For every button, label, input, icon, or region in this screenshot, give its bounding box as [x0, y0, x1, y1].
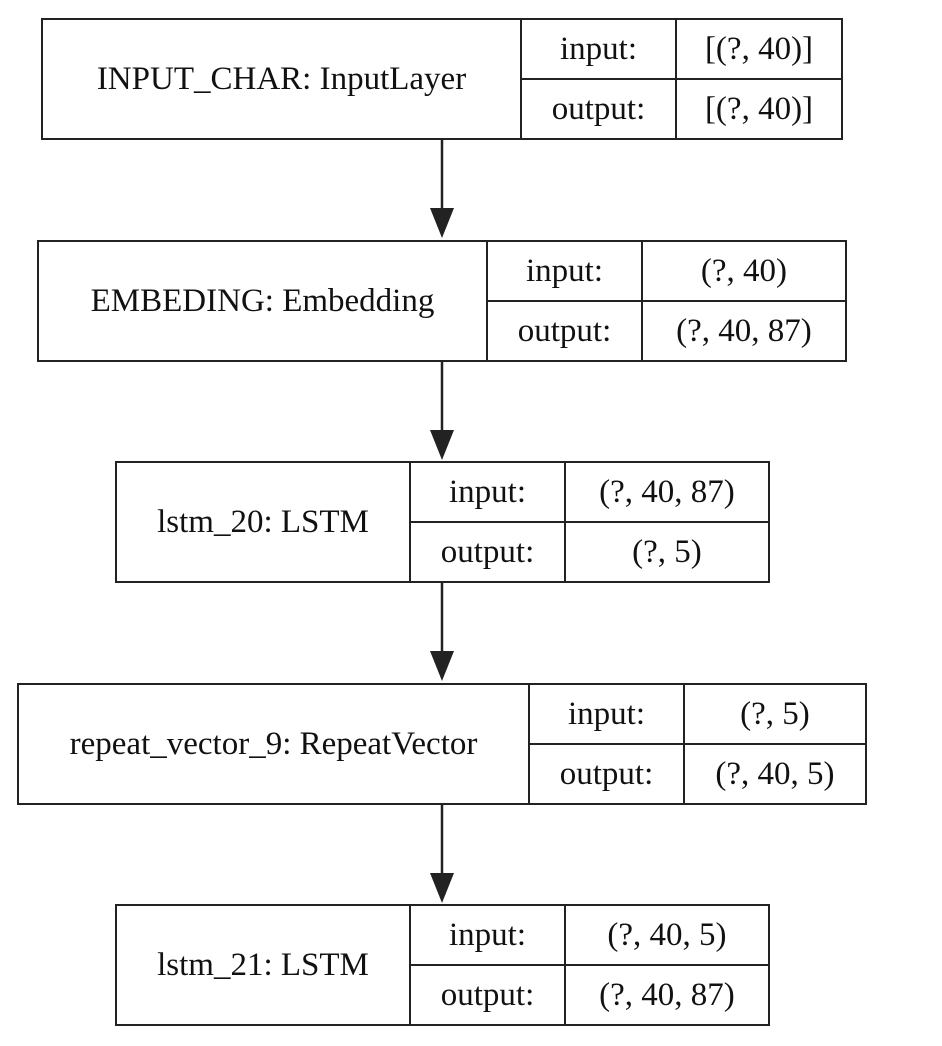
edge-repeatvector-to-lstm21 [430, 805, 454, 903]
output-row: output: (?, 40, 87) [488, 300, 845, 360]
layer-name: repeat_vector_9: RepeatVector [19, 685, 530, 803]
edge-input-to-embedding [430, 140, 454, 238]
input-shape: (?, 40) [700, 252, 788, 289]
input-label: input: [530, 685, 685, 743]
layer-node-embedding: EMBEDING: Embedding input: (?, 40) outpu… [37, 240, 847, 362]
output-shape: (?, 40, 5) [715, 755, 835, 792]
input-shape: [(?, 40)] [704, 30, 814, 67]
layer-name: EMBEDING: Embedding [39, 242, 488, 360]
input-row: input: (?, 40, 87) [411, 463, 768, 521]
output-row: output: (?, 40, 5) [530, 743, 865, 803]
layer-name: lstm_21: LSTM [117, 906, 411, 1024]
input-row: input: (?, 5) [530, 685, 865, 743]
input-label: input: [488, 242, 643, 300]
input-row: input: (?, 40, 5) [411, 906, 768, 964]
layer-node-lstm-21: lstm_21: LSTM input: (?, 40, 5) output: … [115, 904, 770, 1026]
input-label: input: [411, 463, 566, 521]
layer-name: INPUT_CHAR: InputLayer [43, 20, 522, 138]
input-label: input: [411, 906, 566, 964]
output-label: output: [411, 523, 566, 581]
output-row: output: [(?, 40)] [522, 78, 841, 138]
edge-embedding-to-lstm20 [430, 362, 454, 460]
output-shape: [(?, 40)] [704, 90, 814, 127]
layer-node-repeat-vector-9: repeat_vector_9: RepeatVector input: (?,… [17, 683, 867, 805]
input-row: input: (?, 40) [488, 242, 845, 300]
input-shape: (?, 40, 5) [607, 916, 727, 953]
input-label: input: [522, 20, 677, 78]
layer-node-input-char: INPUT_CHAR: InputLayer input: [(?, 40)] … [41, 18, 843, 140]
output-row: output: (?, 40, 87) [411, 964, 768, 1024]
output-shape: (?, 40, 87) [599, 976, 735, 1013]
input-shape: (?, 5) [740, 695, 810, 732]
layer-node-lstm-20: lstm_20: LSTM input: (?, 40, 87) output:… [115, 461, 770, 583]
layer-name: lstm_20: LSTM [117, 463, 411, 581]
edge-lstm20-to-repeatvector [430, 583, 454, 681]
output-shape: (?, 5) [632, 533, 702, 570]
output-row: output: (?, 5) [411, 521, 768, 581]
output-label: output: [522, 80, 677, 138]
output-label: output: [488, 302, 643, 360]
input-shape: (?, 40, 87) [599, 473, 735, 510]
input-row: input: [(?, 40)] [522, 20, 841, 78]
output-label: output: [411, 966, 566, 1024]
output-label: output: [530, 745, 685, 803]
output-shape: (?, 40, 87) [676, 312, 812, 349]
